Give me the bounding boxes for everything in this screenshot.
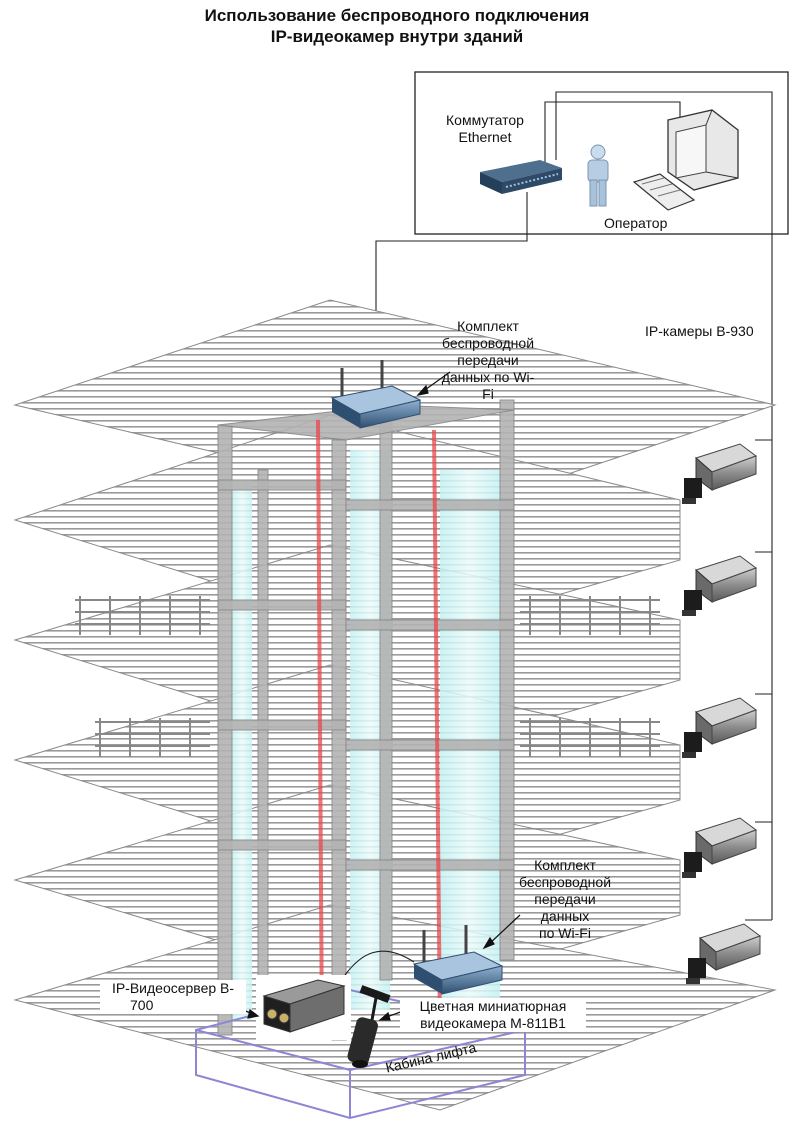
ethernet-switch-icon xyxy=(480,160,562,194)
wifi-top-label-1: Комплект xyxy=(457,318,519,334)
videoserver-label-1: IP-Видеосервер В- xyxy=(111,980,235,996)
wifi-top-label-3: передачи xyxy=(457,352,519,368)
switch-label-line1: Коммутатор xyxy=(446,112,524,128)
ip-camera-icon xyxy=(682,443,758,504)
wifi-bottom-label-2: беспроводной xyxy=(518,874,612,890)
diagram-title-line2: IP-видеокамер внутри зданий xyxy=(270,27,524,46)
video-server-icon xyxy=(256,975,351,1040)
wifi-router-icon-bottom xyxy=(412,925,504,995)
mini-camera-icon xyxy=(347,985,391,1068)
videoserver-label-2: 700 xyxy=(130,997,154,1013)
ip-camera-icon xyxy=(682,697,758,758)
wifi-top-label-5: Fi xyxy=(482,386,494,402)
minicam-label-1: Цветная миниатюрная xyxy=(419,998,567,1014)
minicam-label-2: видеокамера М-811В1 xyxy=(420,1015,566,1031)
operator-room-box xyxy=(414,71,789,235)
wifi-bottom-label-5: по Wi-Fi xyxy=(539,925,591,941)
wifi-top-label-4: данных по Wi- xyxy=(441,369,535,385)
balcony-railings xyxy=(75,596,660,757)
switch-label-line2: Ethernet xyxy=(458,129,512,145)
ip-cameras-label: IP-камеры В-930 xyxy=(645,323,754,339)
ip-camera-icon xyxy=(682,817,758,878)
wifi-router-icon-top xyxy=(330,360,422,429)
wifi-top-label-2: беспроводной xyxy=(441,335,535,351)
callout-arrows xyxy=(227,371,521,1021)
wifi-bottom-label-3: передачи xyxy=(534,891,596,907)
keyboard-icon xyxy=(632,173,696,211)
wifi-bottom-label-4: данных xyxy=(540,908,590,924)
operator-label: Оператор xyxy=(604,215,668,231)
wifi-bottom-label-1: Комплект xyxy=(534,857,596,873)
elevator-shaft-rails xyxy=(316,419,442,1041)
ip-camera-icon xyxy=(686,923,762,984)
ip-camera-icon xyxy=(682,555,758,616)
diagram-title-line1: Использование беспроводного подключения xyxy=(204,6,590,25)
router-server-cable xyxy=(344,950,415,976)
monitor-icon xyxy=(667,109,739,191)
operator-person-icon xyxy=(587,144,609,207)
